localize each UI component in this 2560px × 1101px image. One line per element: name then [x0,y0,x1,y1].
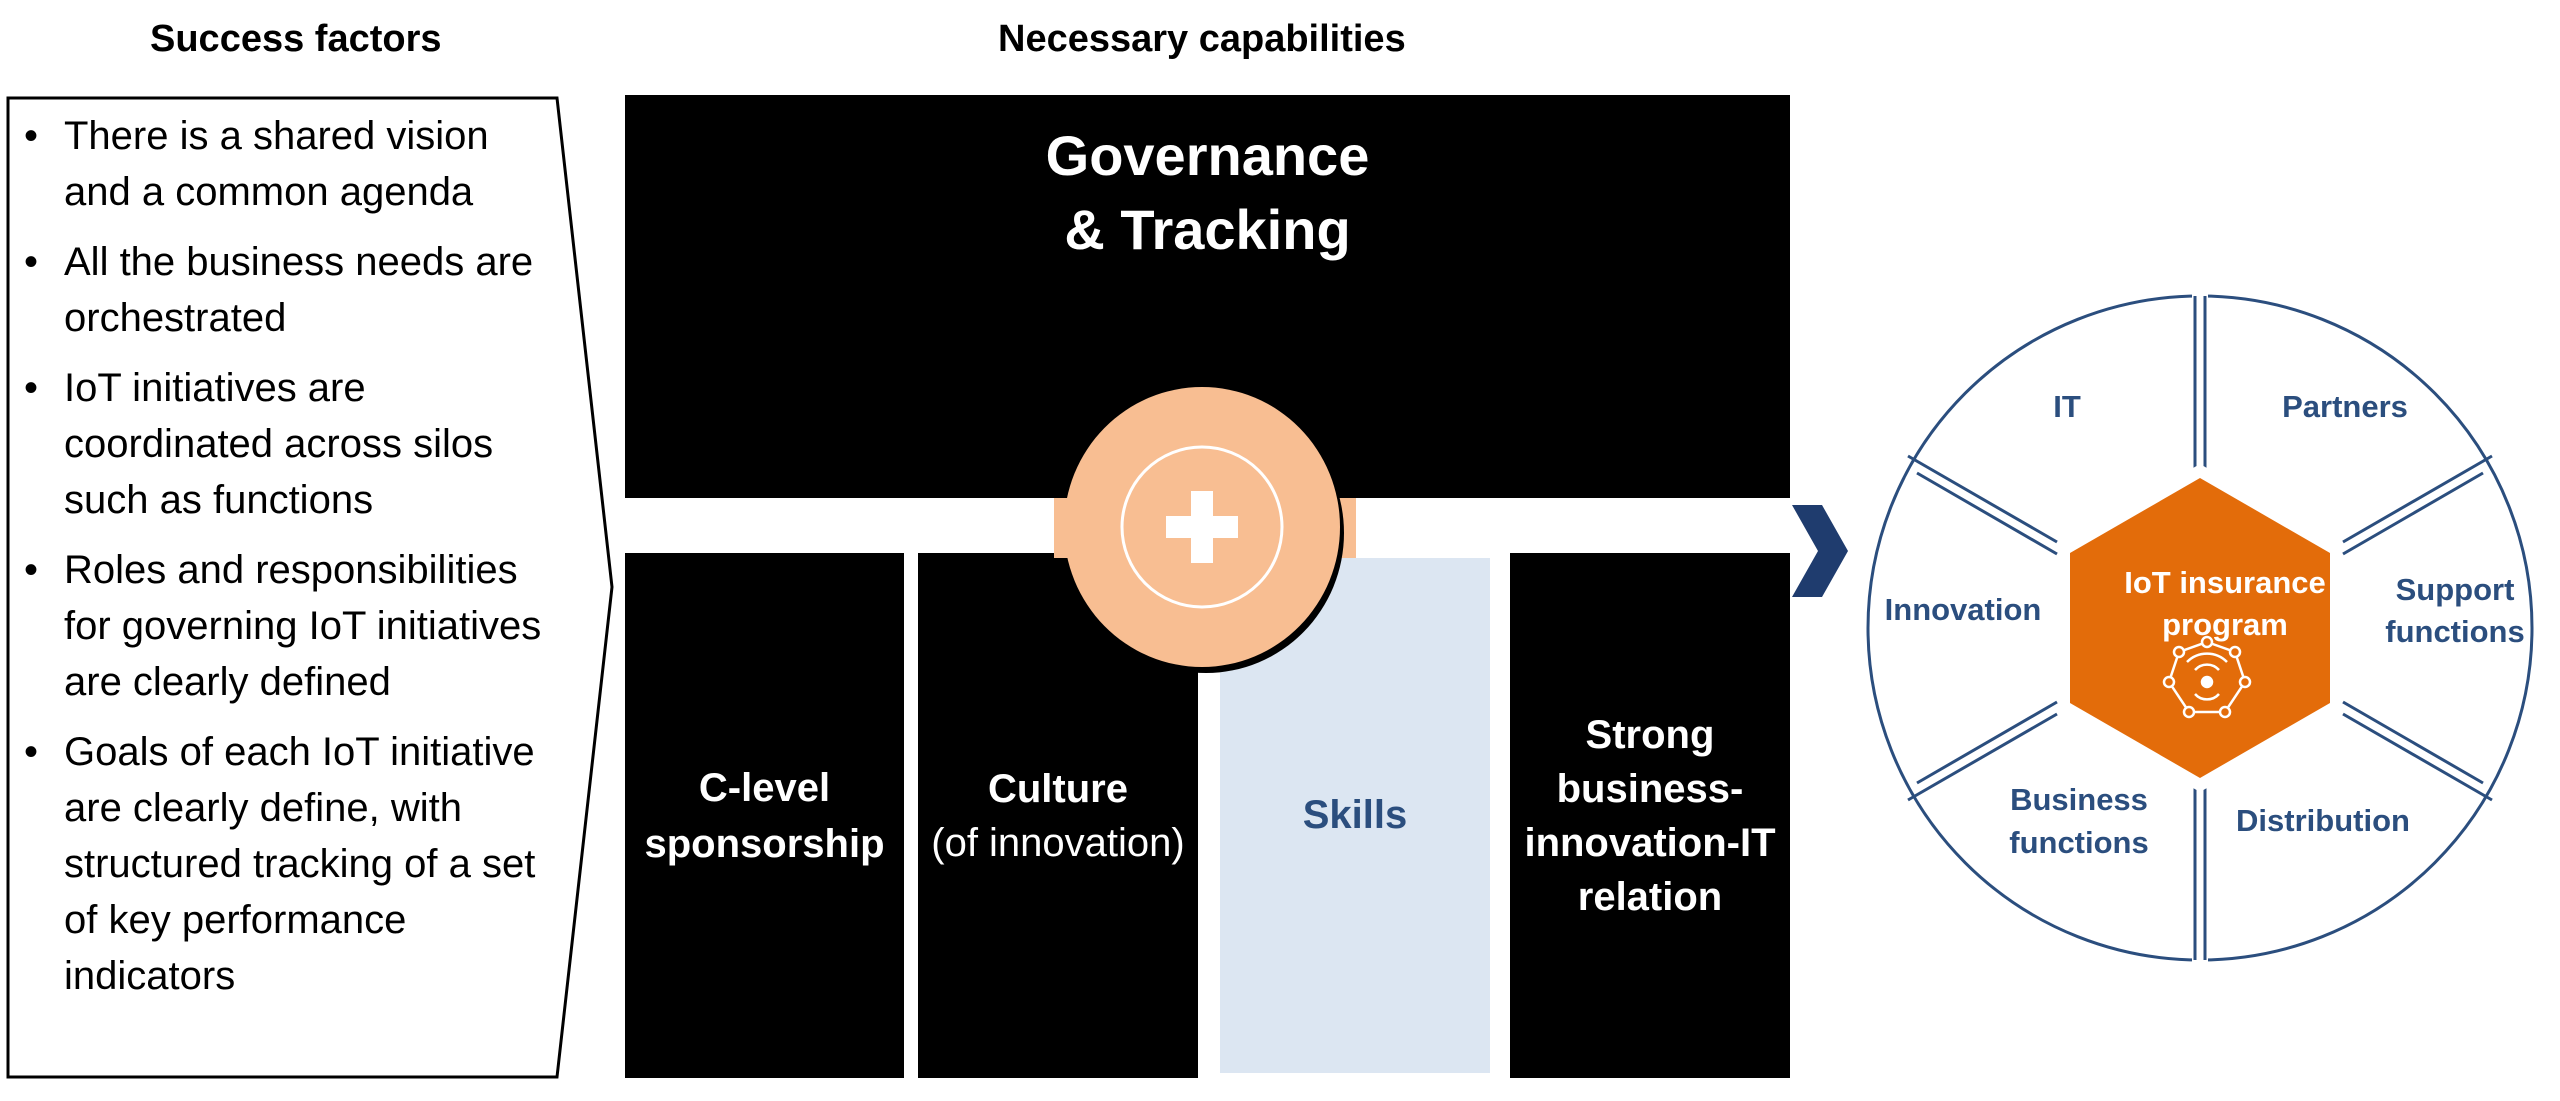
tracking-label: & Tracking [1064,198,1351,261]
clevel-label: C-level [698,765,831,810]
strong-label-line: Strong [1585,712,1715,757]
necessary-capabilities-heading: Necessary capabilities [998,18,1406,60]
wheel-segment-distribution: Distribution [2236,803,2410,838]
wheel-segment-business-line: functions [2009,825,2149,860]
program-label-line: program [2162,607,2288,642]
program-label-line: IoT insurance [2124,565,2326,600]
plus-icon [1166,491,1238,563]
wheel-segment-it: IT [2053,389,2081,424]
wheel-segment-support-line: Support [2396,572,2515,607]
skills-label: Skills [1302,793,1408,837]
strong-label-line: innovation-IT [1524,820,1776,865]
success-factor-item: There is a shared vision and a common ag… [20,108,560,220]
governance-label: Governance [1045,124,1370,187]
plus-connector [1054,387,1356,673]
success-factor-item: Goals of each IoT initiative are clearly… [20,724,560,1004]
iot-network-icon [2162,635,2252,719]
iot-program-wheel: IT Partners Support functions Distributi… [1866,290,2534,966]
success-factor-item: IoT initiatives are coordinated across s… [20,360,560,528]
wheel-segment-business-line: Business [2010,782,2148,817]
governance-tracking-box: Governance & Tracking [625,95,1790,498]
wheel-segment-support-line: functions [2385,614,2525,649]
sponsorship-label: sponsorship [644,821,885,866]
iot-program-hexagon [2070,478,2330,778]
strong-label-line: business- [1556,766,1744,811]
wheel-segment-partners: Partners [2282,389,2408,424]
business-innovation-it-box: Strong business- innovation-IT relation [1510,553,1790,1078]
success-factor-item: All the business needs are orchestrated [20,234,560,346]
clevel-sponsorship-box: C-level sponsorship [625,553,904,1078]
success-factor-item: Roles and responsibilities for governing… [20,542,560,710]
culture-sublabel: (of innovation) [931,820,1185,865]
wheel-segment-innovation: Innovation [1885,592,2042,627]
culture-label: Culture [987,766,1128,811]
chevron-right-icon [1792,505,1848,597]
success-factors-heading: Success factors [150,18,442,60]
success-factors-list: There is a shared vision and a common ag… [20,108,560,1018]
strong-label-line: relation [1577,874,1723,919]
